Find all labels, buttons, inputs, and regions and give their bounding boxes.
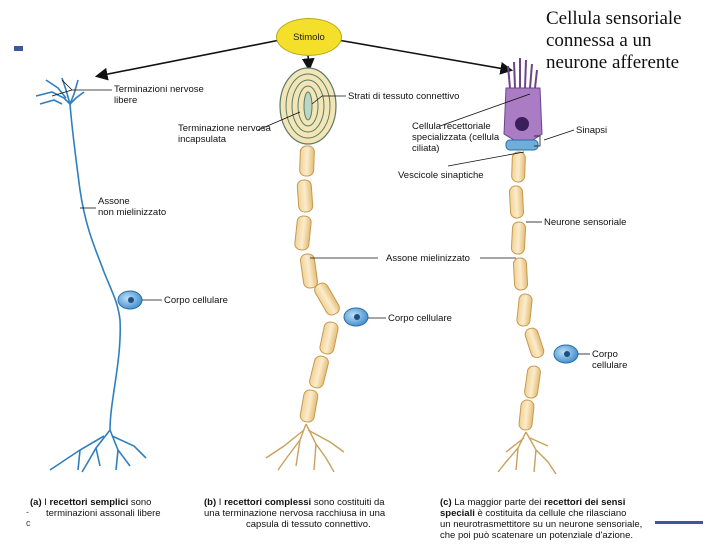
label-encapsulated: Terminazione nervosa incapsulata [178, 123, 271, 145]
stimulus-label: Stimolo [293, 31, 325, 43]
myelinated-axon-b [294, 145, 340, 423]
nucleus-b [354, 314, 360, 320]
dendrites-c [497, 431, 557, 475]
accent-bar [655, 521, 703, 524]
myelinated-axon-c [508, 151, 545, 431]
caption-c: (c) La maggior parte dei recettori dei s… [440, 497, 643, 541]
label-sensory-neuron: Neurone sensoriale [544, 217, 627, 228]
encapsulated-ending [279, 67, 337, 145]
label-receptor-cell: Cellula recettoriale specializzata (cell… [412, 121, 500, 154]
nucleus-c [564, 351, 570, 357]
label-cell-body-c: Corpo cellulare [592, 349, 628, 371]
title-line-2: connessa a un [546, 30, 652, 51]
label-free-endings: Terminazioni nervose libere [114, 84, 204, 106]
label-cell-body-a: Corpo cellulare [164, 295, 228, 306]
free-nerve-endings-neuron [35, 77, 147, 473]
title-line-3: neurone afferente [546, 52, 680, 73]
label-connective-layers: Strati di tessuto connettivo [348, 91, 460, 102]
caption-b: (b) I recettori complessi sono costituit… [204, 497, 386, 530]
nucleus-a [128, 297, 134, 303]
slide-title: Cellula sensoriale connessa a un neurone… [546, 8, 682, 74]
caption-a: (a) I recettori semplici sono terminazio… [30, 497, 161, 519]
fragment-c: c [26, 518, 31, 528]
fragment-dash: - [26, 507, 29, 517]
label-cell-body-b: Corpo cellulare [388, 313, 452, 324]
hair-cell [503, 58, 543, 151]
label-synapse: Sinapsi [576, 125, 608, 136]
stimulus-bubble: Stimolo [276, 18, 342, 56]
stimulus-arrows [94, 39, 514, 81]
label-unmyelinated-axon: Assone non mielinizzato [98, 196, 167, 218]
label-vesicles: Vescicole sinaptiche [398, 170, 484, 181]
title-line-1: Cellula sensoriale [546, 8, 682, 29]
dendrites-b [265, 423, 345, 473]
label-myelinated-axon: Assone mielinizzato [386, 253, 470, 264]
slide-bullet [14, 46, 23, 51]
leader-lines [51, 79, 590, 355]
